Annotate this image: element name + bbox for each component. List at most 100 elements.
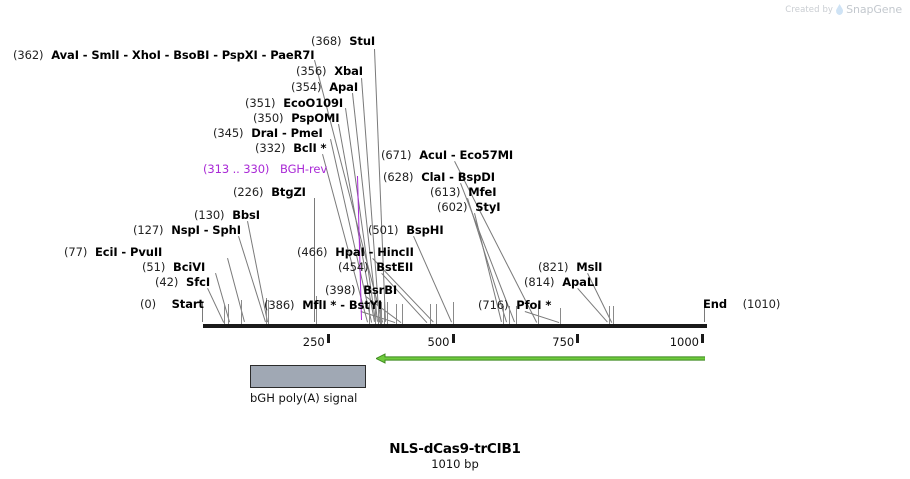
ruler-label: 500 bbox=[427, 335, 450, 349]
site-position: (127) bbox=[133, 223, 164, 237]
restriction-site-hpai-hincii[interactable]: (466) HpaI - HincII bbox=[297, 246, 414, 259]
site-tick bbox=[224, 304, 225, 324]
start-text: Start bbox=[171, 297, 204, 311]
site-position: (130) bbox=[194, 208, 225, 222]
leader-line bbox=[524, 311, 559, 323]
page-subtitle: 1010 bp bbox=[431, 457, 479, 471]
site-tick bbox=[503, 306, 504, 324]
leader-line bbox=[227, 258, 245, 323]
site-position: (671) bbox=[381, 148, 412, 162]
site-position: (362) bbox=[13, 48, 44, 62]
site-name: NspI - SphI bbox=[171, 223, 241, 237]
site-position: (345) bbox=[213, 126, 244, 140]
ruler-label: 1000 bbox=[669, 335, 699, 349]
site-tick bbox=[228, 304, 229, 324]
site-name: HpaI - HincII bbox=[335, 245, 414, 259]
end-text: End bbox=[703, 297, 727, 311]
restriction-site-sfci[interactable]: (42) SfcI bbox=[155, 276, 210, 289]
site-name: SfcI bbox=[186, 275, 211, 289]
restriction-site-mfei[interactable]: (613) MfeI bbox=[430, 186, 496, 199]
site-tick bbox=[613, 306, 614, 324]
site-tick bbox=[369, 302, 370, 324]
watermark-brand: SnapGene bbox=[846, 3, 902, 16]
site-tick bbox=[538, 304, 539, 324]
cds-arrow-feature[interactable] bbox=[374, 350, 706, 364]
site-tick bbox=[384, 302, 385, 324]
site-tick bbox=[430, 304, 431, 324]
site-position: (350) bbox=[253, 111, 284, 125]
restriction-site-bbsi[interactable]: (130) BbsI bbox=[194, 209, 260, 222]
leader-line bbox=[381, 273, 427, 323]
primer-name: BGH-rev bbox=[279, 162, 328, 176]
site-tick bbox=[378, 302, 379, 324]
site-name: BstEII bbox=[376, 260, 414, 274]
restriction-site-bsphi[interactable]: (501) BspHI bbox=[368, 224, 444, 237]
site-tick bbox=[266, 298, 267, 324]
restriction-site-bcli[interactable]: (332) BclI * bbox=[255, 141, 327, 155]
site-name: BspHI bbox=[406, 223, 444, 237]
restriction-site-drai-pmei[interactable]: (345) DraI - PmeI bbox=[213, 127, 323, 140]
arrow-svg bbox=[374, 353, 706, 364]
site-name: BclI * bbox=[293, 141, 327, 155]
site-position: (354) bbox=[291, 80, 322, 94]
restriction-site-acui-eco57mi[interactable]: (671) AcuI - Eco57MI bbox=[381, 149, 513, 162]
site-name: ApaLI bbox=[562, 275, 599, 289]
site-position: (351) bbox=[245, 96, 276, 110]
site-position: (821) bbox=[538, 260, 569, 274]
restriction-site-clai-bspdi[interactable]: (628) ClaI - BspDI bbox=[383, 171, 495, 184]
restriction-site-btgzi[interactable]: (226) BtgZI bbox=[233, 186, 306, 199]
leader-line bbox=[413, 236, 452, 323]
restriction-site-nspi-sphi[interactable]: (127) NspI - SphI bbox=[133, 224, 241, 237]
restriction-site-ecii-pvuii[interactable]: (77) EciI - PvuII bbox=[64, 246, 162, 259]
site-tick bbox=[381, 302, 382, 324]
site-name: XbaI bbox=[334, 64, 363, 78]
ruler-tick bbox=[576, 334, 580, 343]
restriction-site-ecoo109i[interactable]: (351) EcoO109I bbox=[245, 97, 343, 110]
site-position: (628) bbox=[383, 170, 414, 184]
end-label: End (1010) bbox=[703, 298, 780, 311]
restriction-site-bcivi[interactable]: (51) BciVI bbox=[142, 261, 205, 274]
ruler-tick bbox=[701, 334, 704, 343]
site-position: (332) bbox=[255, 141, 286, 155]
restriction-site-xbai[interactable]: (356) XbaI bbox=[296, 65, 363, 78]
watermark-prefix: Created by bbox=[785, 4, 834, 15]
page-title: NLS-dCas9-trCIB1 bbox=[389, 441, 521, 457]
site-position: (466) bbox=[297, 245, 328, 259]
site-name: StuI bbox=[349, 34, 376, 48]
restriction-site-pfoi[interactable]: (716) PfoI * bbox=[478, 299, 551, 312]
restriction-site-bsrbi[interactable]: (398) BsrBI bbox=[325, 284, 397, 297]
site-name: MfeI bbox=[468, 185, 497, 199]
ruler-tick bbox=[326, 334, 330, 343]
site-name: StyI bbox=[475, 200, 501, 214]
site-position: (613) bbox=[430, 185, 461, 199]
restriction-site-bstei[interactable]: (454) BstEII bbox=[338, 261, 413, 274]
site-name: BtgZI bbox=[271, 185, 306, 199]
restriction-site-pspomi[interactable]: (350) PspOMI bbox=[253, 111, 340, 125]
feature-label-bgh-polya: bGH poly(A) signal bbox=[250, 391, 358, 405]
site-tick bbox=[402, 304, 403, 324]
restriction-site-stui[interactable]: (368) StuI bbox=[311, 35, 375, 48]
site-name: PspOMI bbox=[291, 111, 340, 125]
feature-box-bgh-polya[interactable] bbox=[250, 365, 366, 388]
site-name: PfoI * bbox=[516, 298, 552, 312]
ruler-label: 250 bbox=[302, 335, 325, 349]
restriction-site-apai[interactable]: (354) ApaI bbox=[291, 81, 358, 94]
primer-label-bgh-rev[interactable]: (313 .. 330) BGH-rev bbox=[203, 163, 327, 176]
site-tick bbox=[509, 306, 510, 324]
site-tick bbox=[609, 306, 610, 324]
restriction-site-mfli-bstyi[interactable]: (386) MflI * - BstYI bbox=[264, 299, 382, 312]
ruler-label: 750 bbox=[552, 335, 575, 349]
site-position: (602) bbox=[437, 200, 468, 214]
site-name: EcoO109I bbox=[283, 96, 344, 110]
restriction-site-avai-group[interactable]: (362) AvaI - SmlI - XhoI - BsoBI - PspXI… bbox=[13, 48, 315, 62]
restriction-site-apali[interactable]: (814) ApaLI bbox=[524, 276, 598, 289]
site-name: DraI - PmeI bbox=[251, 126, 323, 140]
site-name: AcuI - Eco57MI bbox=[419, 148, 514, 162]
restriction-site-styi[interactable]: (602) StyI bbox=[437, 200, 501, 214]
site-position: (501) bbox=[368, 223, 399, 237]
restriction-site-msli[interactable]: (821) MslI bbox=[538, 261, 602, 274]
ruler-tick bbox=[451, 334, 455, 343]
site-tick bbox=[380, 302, 381, 324]
site-position: (716) bbox=[478, 298, 509, 312]
